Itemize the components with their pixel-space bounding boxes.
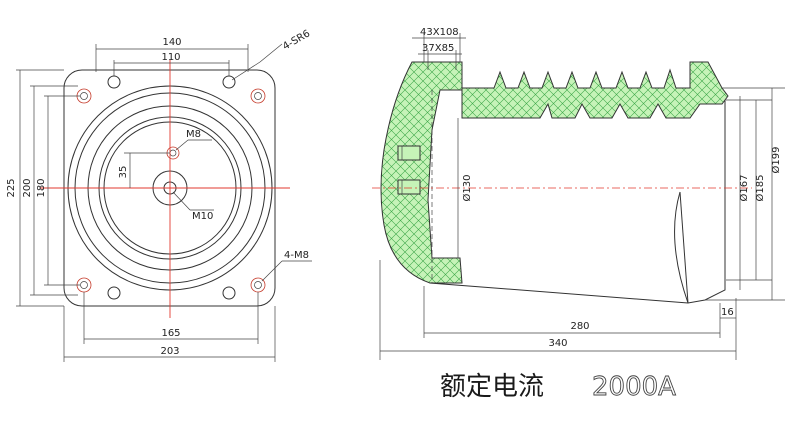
label-top-holes: 4-SR6 — [281, 28, 312, 52]
label-center-bolt: M10 — [192, 211, 213, 222]
slot-hole-tl — [107, 75, 121, 89]
side-dim-flange: 16 — [721, 307, 734, 318]
insert-upper — [397, 145, 421, 161]
insulation-cap — [380, 61, 463, 284]
dim-top-inner: 110 — [161, 52, 180, 63]
caption-label: 额定电流 — [440, 372, 544, 402]
label-corner-holes: 4-M8 — [284, 250, 309, 261]
side-dim-top-outer: 43X108 — [420, 27, 459, 38]
label-center-hole: M8 — [186, 129, 201, 140]
dim-bottom-inner: 165 — [161, 328, 180, 339]
slot-hole-br — [222, 286, 236, 300]
label-center-offset: 35 — [118, 166, 129, 179]
caption: 额定电流 2000A — [440, 372, 677, 403]
insulation-sheds — [461, 61, 729, 119]
dim-left-mid: 200 — [22, 178, 33, 197]
dim-left-outer: 225 — [6, 178, 17, 197]
dim-left-inner: 180 — [36, 178, 47, 197]
side-dim-d1: Ø167 — [738, 175, 750, 202]
side-dim-d3: Ø199 — [770, 147, 782, 174]
caption-value: 2000A — [592, 372, 676, 402]
slot-holes — [107, 75, 236, 300]
corner-hole-tr — [250, 88, 266, 104]
dim-bottom-outer: 203 — [160, 346, 179, 357]
slot-hole-bl — [107, 286, 121, 300]
side-dim-len-inner: 280 — [570, 321, 589, 332]
front-view: 140 110 4-SR6 225 200 180 M8 35 M10 — [6, 28, 312, 362]
dim-top-outer: 140 — [162, 37, 181, 48]
side-dim-bore: Ø130 — [461, 175, 473, 202]
side-dim-top-inner: 37X85 — [422, 43, 454, 54]
side-dim-len-outer: 340 — [548, 338, 567, 349]
insert-lower — [397, 179, 421, 195]
corner-holes — [76, 88, 266, 293]
upper-hole-inner — [169, 149, 177, 157]
side-view: 43X108 37X85 Ø130 Ø167 Ø185 Ø199 280 340… — [372, 27, 785, 360]
side-dim-d2: Ø185 — [754, 175, 766, 202]
slot-hole-tr — [222, 75, 236, 89]
